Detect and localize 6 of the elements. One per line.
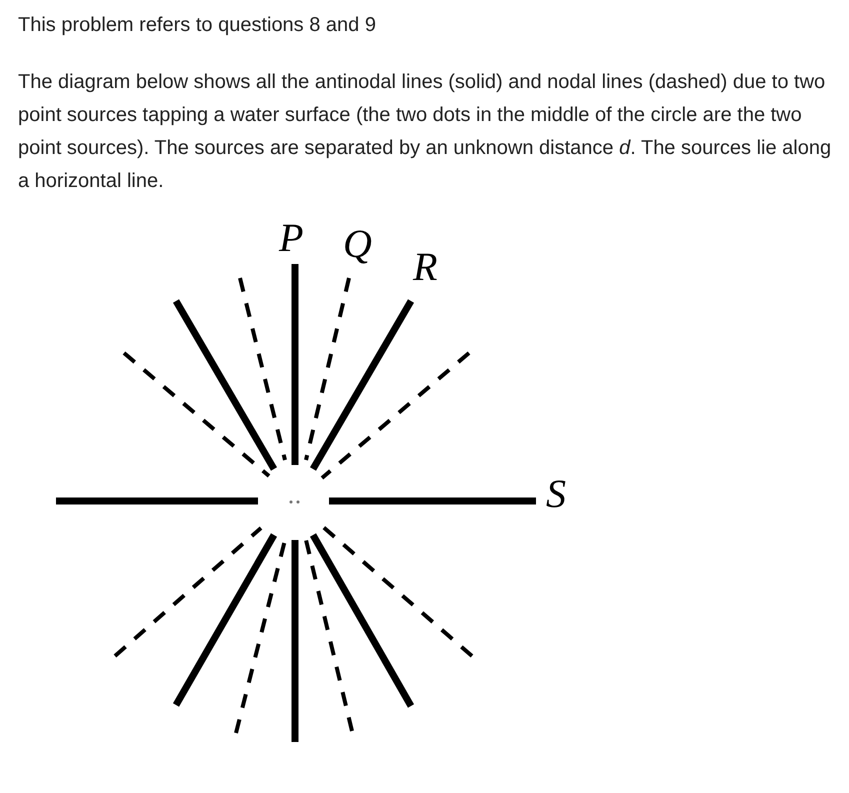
line-label: P <box>279 218 304 258</box>
line-label: S <box>546 474 566 514</box>
line-label: Q <box>343 224 372 264</box>
paragraph: The diagram below shows all the antinodal lines (solid) and nodal lines (dashed) due to two point sources tapping a water surface (the two dots in the middle of the circle are the two point sources). The sources are separated by an unknown distance d. The sources lie along a horizontal line. <box>18 70 832 194</box>
heading: This problem refers to questions 8 and 9 <box>18 14 376 37</box>
line-label: R <box>413 247 438 287</box>
